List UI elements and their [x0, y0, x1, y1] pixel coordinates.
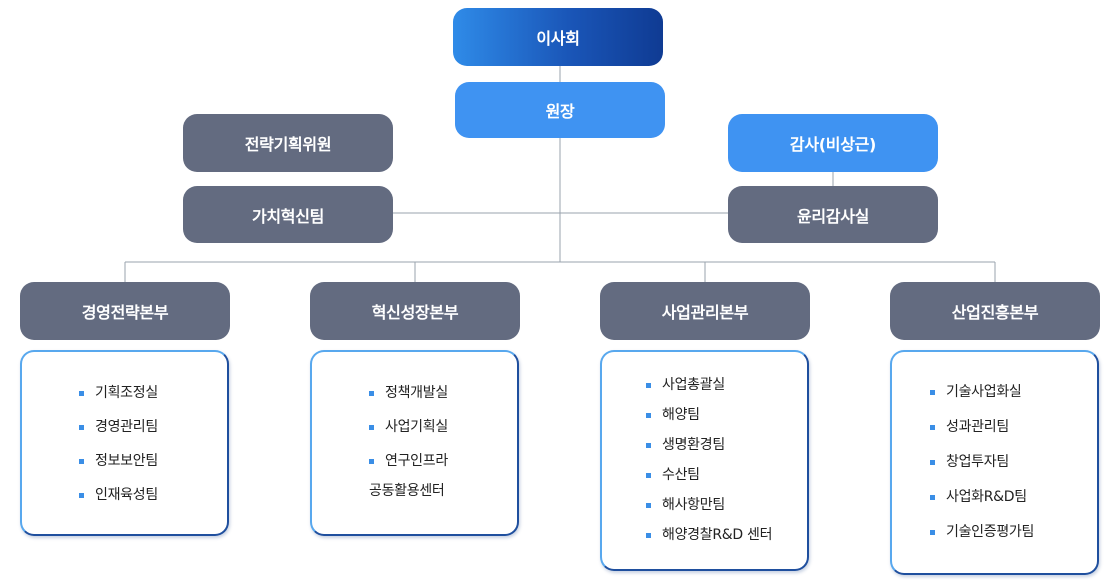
team-panel-project-management: 사업총괄실 해양팀 생명환경팀 수산팀 해사항만팀 해양경찰R&D 센터: [600, 350, 809, 571]
team-item: 정보보안팀: [79, 452, 158, 471]
director-box: 원장: [455, 82, 665, 138]
team-item: 기술사업화실: [930, 383, 1034, 402]
team-item: 생명환경팀: [646, 436, 772, 455]
team-item: 해양경찰R&D 센터: [646, 526, 772, 545]
team-item: 사업화R&D팀: [930, 488, 1034, 507]
team-item: 경영관리팀: [79, 418, 158, 437]
team-item-multiline: 연구인프라 공동활용센터: [369, 452, 448, 501]
auditor-box: 감사(비상근): [728, 114, 938, 172]
strategy-committee-label: 전략기획위원: [244, 135, 332, 154]
division-box-project-management: 사업관리본부: [600, 282, 810, 340]
value-innovation-team-label: 가치혁신팀: [251, 206, 325, 226]
strategy-committee-box: 전략기획위원: [183, 114, 393, 172]
team-item: 정책개발실: [369, 384, 448, 403]
team-panel-management-strategy: 기획조정실 경영관리팀 정보보안팀 인재육성팀: [20, 350, 229, 536]
team-list: 기술사업화실 성과관리팀 창업투자팀 사업화R&D팀 기술인증평가팀: [930, 383, 1034, 558]
division-box-innovation-growth: 혁신성장본부: [310, 282, 520, 340]
team-panel-industry-promotion: 기술사업화실 성과관리팀 창업투자팀 사업화R&D팀 기술인증평가팀: [890, 350, 1099, 575]
division-label: 경영전략본부: [81, 303, 169, 322]
team-item: 사업총괄실: [646, 376, 772, 395]
team-list: 기획조정실 경영관리팀 정보보안팀 인재육성팀: [79, 384, 158, 520]
team-item: 창업투자팀: [930, 453, 1034, 472]
team-item: 사업기획실: [369, 418, 448, 437]
team-item: 해사항만팀: [646, 496, 772, 515]
ethics-audit-office-box: 윤리감사실: [728, 186, 938, 243]
team-item-line: 연구인프라: [385, 453, 448, 469]
team-item: 성과관리팀: [930, 418, 1034, 437]
team-item: 기술인증평가팀: [930, 523, 1034, 542]
board-label: 이사회: [536, 29, 580, 48]
team-list: 정책개발실 사업기획실 연구인프라 공동활용센터: [369, 384, 448, 516]
division-label: 산업진흥본부: [951, 303, 1039, 322]
board-box: 이사회: [453, 8, 663, 66]
division-label: 혁신성장본부: [371, 303, 459, 322]
team-item: 해양팀: [646, 406, 772, 425]
team-item: 수산팀: [646, 466, 772, 485]
auditor-label: 감사(비상근): [789, 135, 877, 154]
team-list: 사업총괄실 해양팀 생명환경팀 수산팀 해사항만팀 해양경찰R&D 센터: [646, 376, 772, 556]
value-innovation-team-box: 가치혁신팀: [183, 186, 393, 243]
team-panel-innovation-growth: 정책개발실 사업기획실 연구인프라 공동활용센터: [310, 350, 519, 536]
division-box-industry-promotion: 산업진흥본부: [890, 282, 1100, 340]
team-item: 기획조정실: [79, 384, 158, 403]
ethics-audit-office-label: 윤리감사실: [796, 206, 870, 226]
team-item: 인재육성팀: [79, 486, 158, 505]
director-label: 원장: [545, 102, 575, 121]
team-item-line: 공동활용센터: [369, 483, 445, 499]
division-box-management-strategy: 경영전략본부: [20, 282, 230, 340]
division-label: 사업관리본부: [661, 303, 749, 322]
